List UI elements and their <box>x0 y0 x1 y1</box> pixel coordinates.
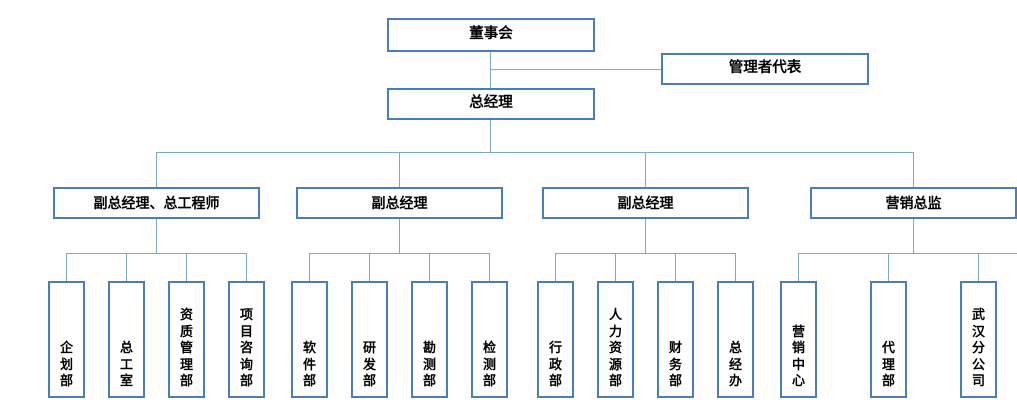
connector-exec1-drop-2 <box>126 253 127 281</box>
connector-board-to-management-rep <box>490 69 662 70</box>
connector-exec2-bus <box>309 253 489 254</box>
leaf-dept-xiangmuzixunbu[interactable]: 项目咨询部 <box>228 281 265 398</box>
node-board[interactable]: 董事会 <box>387 18 595 52</box>
connector-exec2-drop-2 <box>369 253 370 281</box>
leaf-label: 软件部 <box>302 340 316 389</box>
leaf-label: 总经办 <box>728 340 742 389</box>
connector-exec3-drop-4 <box>735 253 736 281</box>
connector-exec4-bus <box>798 253 1017 254</box>
leaf-dept-yanfabu[interactable]: 研发部 <box>351 281 388 398</box>
leaf-label: 财务部 <box>668 340 682 389</box>
connector-exec1-stem <box>156 218 157 253</box>
connector-exec3-drop-2 <box>615 253 616 281</box>
leaf-label: 行政部 <box>548 340 562 389</box>
connector-bus-to-exec3 <box>645 152 646 187</box>
connector-exec2-drop-1 <box>309 253 310 281</box>
connector-exec1-bus <box>66 253 246 254</box>
connector-bus-to-exec1 <box>156 152 157 187</box>
connector-board-to-gm <box>490 51 491 89</box>
connector-exec4-drop-2 <box>888 253 889 281</box>
connector-exec4-stem <box>913 218 914 253</box>
leaf-label: 营销中心 <box>791 323 805 389</box>
leaf-dept-dailibu[interactable]: 代理部 <box>870 281 907 398</box>
leaf-label: 总工室 <box>119 340 133 389</box>
leaf-dept-jiancebu[interactable]: 检测部 <box>471 281 508 398</box>
leaf-dept-yingxiaozhongxin[interactable]: 营销中心 <box>780 281 817 398</box>
leaf-label: 检测部 <box>482 340 496 389</box>
leaf-dept-zongjingban[interactable]: 总经办 <box>717 281 754 398</box>
leaf-dept-wuhanfengongsi[interactable]: 武汉分公司 <box>960 281 997 398</box>
connector-exec2-drop-3 <box>429 253 430 281</box>
leaf-label: 研发部 <box>362 340 376 389</box>
connector-exec1-drop-4 <box>246 253 247 281</box>
connector-exec1-drop-1 <box>66 253 67 281</box>
connector-exec4-drop-1 <box>798 253 799 281</box>
leaf-label: 企划部 <box>59 340 73 389</box>
connector-exec3-bus <box>555 253 735 254</box>
node-exec2[interactable]: 副总经理 <box>296 187 503 219</box>
connector-gm-to-bus <box>490 119 491 153</box>
connector-exec2-stem <box>399 218 400 253</box>
connector-exec4-drop-3 <box>978 253 979 281</box>
connector-exec3-stem <box>645 218 646 253</box>
leaf-label: 人力资源部 <box>608 306 622 389</box>
connector-exec1-drop-3 <box>186 253 187 281</box>
leaf-label: 项目咨询部 <box>239 306 253 389</box>
leaf-dept-zonggongshi[interactable]: 总工室 <box>108 281 145 398</box>
connector-exec3-drop-3 <box>675 253 676 281</box>
leaf-label: 代理部 <box>881 340 895 389</box>
leaf-dept-renliziyuanbu[interactable]: 人力资源部 <box>597 281 634 398</box>
leaf-dept-zizhiguanlibu[interactable]: 资质管理部 <box>168 281 205 398</box>
leaf-label: 武汉分公司 <box>971 306 985 389</box>
leaf-dept-ruanjianbu[interactable]: 软件部 <box>291 281 328 398</box>
node-exec4[interactable]: 营销总监 <box>810 187 1017 219</box>
connector-executive-bus <box>156 152 914 153</box>
connector-exec2-drop-4 <box>489 253 490 281</box>
leaf-label: 资质管理部 <box>179 306 193 389</box>
node-exec3[interactable]: 副总经理 <box>542 187 749 219</box>
node-exec1[interactable]: 副总经理、总工程师 <box>53 187 260 219</box>
leaf-dept-xingzhengbu[interactable]: 行政部 <box>537 281 574 398</box>
leaf-label: 勘测部 <box>422 340 436 389</box>
node-management-rep[interactable]: 管理者代表 <box>661 53 869 85</box>
connector-bus-to-exec2 <box>399 152 400 187</box>
leaf-dept-kancebu[interactable]: 勘测部 <box>411 281 448 398</box>
connector-bus-to-exec4 <box>913 152 914 187</box>
connector-exec3-drop-1 <box>555 253 556 281</box>
node-general-manager[interactable]: 总经理 <box>387 88 595 120</box>
leaf-dept-caiwubu[interactable]: 财务部 <box>657 281 694 398</box>
leaf-dept-qihuabu[interactable]: 企划部 <box>48 281 85 398</box>
